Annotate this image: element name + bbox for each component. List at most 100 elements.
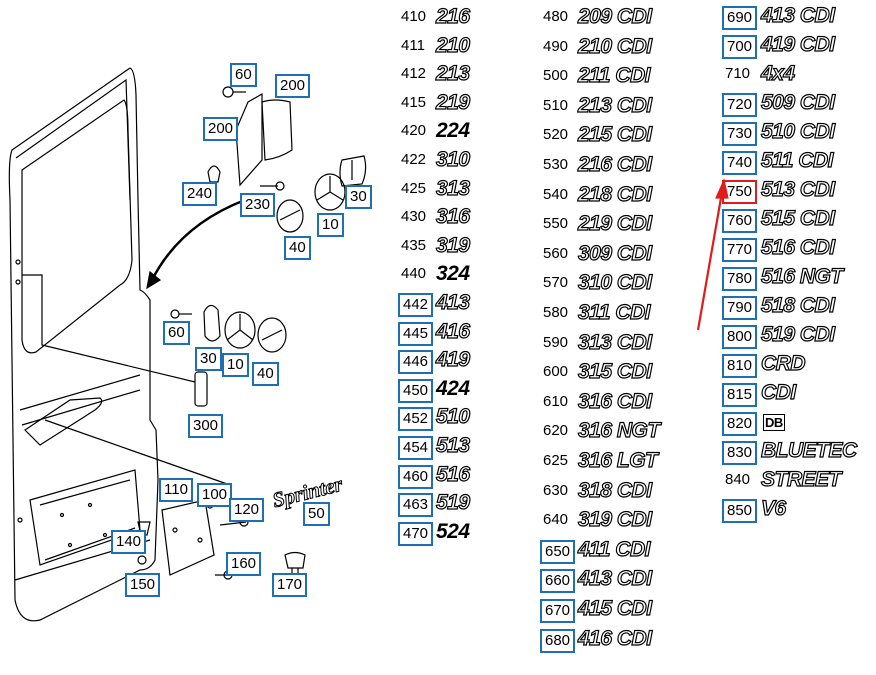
badge-code-480[interactable]: 480 <box>543 8 569 25</box>
badge-emblem-550: 219 CDI <box>577 211 652 235</box>
part-label-30[interactable]: 30 <box>195 347 222 371</box>
badge-code-410[interactable]: 410 <box>401 8 427 25</box>
part-label-10[interactable]: 10 <box>317 213 344 237</box>
badge-code-440[interactable]: 440 <box>401 265 427 282</box>
badge-code-620[interactable]: 620 <box>543 422 569 439</box>
badge-code-442[interactable]: 442 <box>398 293 434 317</box>
badge-code-445[interactable]: 445 <box>398 322 434 346</box>
badge-emblem-490: 210 CDI <box>577 34 652 58</box>
badge-code-810[interactable]: 810 <box>722 354 758 378</box>
badge-emblem-420: 224 <box>436 119 470 142</box>
badge-emblem-446: 419 <box>435 347 470 371</box>
badge-code-490[interactable]: 490 <box>543 38 569 55</box>
badge-code-520[interactable]: 520 <box>543 126 569 143</box>
part-label-40[interactable]: 40 <box>252 362 279 386</box>
badge-emblem-480: 209 CDI <box>577 4 652 28</box>
badge-code-630[interactable]: 630 <box>543 482 569 499</box>
part-label-170[interactable]: 170 <box>272 573 308 597</box>
part-label-60[interactable]: 60 <box>163 321 190 345</box>
badge-code-770[interactable]: 770 <box>722 238 758 262</box>
badge-code-550[interactable]: 550 <box>543 215 569 232</box>
badge-code-720[interactable]: 720 <box>722 93 758 117</box>
badge-emblem-470: 524 <box>436 520 470 543</box>
part-label-100[interactable]: 100 <box>197 483 233 507</box>
badge-code-600[interactable]: 600 <box>543 363 569 380</box>
badge-code-800[interactable]: 800 <box>722 325 758 349</box>
badge-code-430[interactable]: 430 <box>401 208 427 225</box>
badge-emblem-790: 518 CDI <box>760 293 835 317</box>
badge-emblem-520: 215 CDI <box>577 122 652 146</box>
badge-code-790[interactable]: 790 <box>722 296 758 320</box>
badge-code-530[interactable]: 530 <box>543 156 569 173</box>
badge-emblem-850: V6 <box>760 496 786 520</box>
badge-code-610[interactable]: 610 <box>543 393 569 410</box>
badge-code-640[interactable]: 640 <box>543 511 569 528</box>
badge-emblem-600: 315 CDI <box>577 359 652 383</box>
badge-code-510[interactable]: 510 <box>543 97 569 114</box>
part-label-200[interactable]: 200 <box>203 117 239 141</box>
badge-code-454[interactable]: 454 <box>398 436 434 460</box>
badge-emblem-625: 316 LGT <box>577 448 658 472</box>
badge-code-500[interactable]: 500 <box>543 67 569 84</box>
part-label-140[interactable]: 140 <box>111 530 147 554</box>
badge-emblem-630: 318 CDI <box>577 478 652 502</box>
part-label-40[interactable]: 40 <box>284 236 311 260</box>
part-label-300[interactable]: 300 <box>188 414 224 438</box>
badge-emblem-590: 313 CDI <box>577 330 652 354</box>
badge-code-680[interactable]: 680 <box>540 629 576 653</box>
badge-code-412[interactable]: 412 <box>401 65 427 82</box>
badge-emblem-720: 509 CDI <box>760 90 835 114</box>
badge-code-760[interactable]: 760 <box>722 209 758 233</box>
badge-code-452[interactable]: 452 <box>398 407 434 431</box>
badge-code-590[interactable]: 590 <box>543 334 569 351</box>
badge-code-780[interactable]: 780 <box>722 267 758 291</box>
part-label-230[interactable]: 230 <box>240 193 276 217</box>
badge-code-815[interactable]: 815 <box>722 383 758 407</box>
badge-code-540[interactable]: 540 <box>543 186 569 203</box>
badge-code-450[interactable]: 450 <box>398 379 434 403</box>
badge-code-850[interactable]: 850 <box>722 499 758 523</box>
part-label-30[interactable]: 30 <box>345 185 372 209</box>
badge-code-446[interactable]: 446 <box>398 350 434 374</box>
part-label-200[interactable]: 200 <box>275 74 311 98</box>
badge-code-560[interactable]: 560 <box>543 245 569 262</box>
badge-code-422[interactable]: 422 <box>401 151 427 168</box>
badge-emblem-435: 319 <box>435 233 470 257</box>
badge-code-415[interactable]: 415 <box>401 94 427 111</box>
badge-code-650[interactable]: 650 <box>540 540 576 564</box>
badge-code-435[interactable]: 435 <box>401 237 427 254</box>
badge-emblem-740: 511 CDI <box>760 148 834 172</box>
part-label-150[interactable]: 150 <box>125 573 161 597</box>
badge-code-420[interactable]: 420 <box>401 122 427 139</box>
part-label-60[interactable]: 60 <box>230 63 257 87</box>
badge-code-820[interactable]: 820 <box>722 412 758 436</box>
part-label-10[interactable]: 10 <box>222 353 249 377</box>
part-label-110[interactable]: 110 <box>159 478 193 502</box>
badge-code-690[interactable]: 690 <box>722 6 758 30</box>
badge-code-411[interactable]: 411 <box>401 37 425 54</box>
part-label-120[interactable]: 120 <box>229 498 265 522</box>
badge-emblem-830: BLUETEC <box>760 438 857 462</box>
badge-code-660[interactable]: 660 <box>540 569 576 593</box>
badge-code-460[interactable]: 460 <box>398 465 434 489</box>
badge-code-580[interactable]: 580 <box>543 304 569 321</box>
badge-emblem-700: 419 CDI <box>760 32 835 56</box>
badge-code-625[interactable]: 625 <box>543 452 569 469</box>
badge-code-750[interactable]: 750 <box>722 180 758 204</box>
badge-emblem-750: 513 CDI <box>760 177 835 201</box>
badge-code-730[interactable]: 730 <box>722 122 758 146</box>
part-label-50[interactable]: 50 <box>303 502 330 526</box>
badge-code-710[interactable]: 710 <box>725 65 751 82</box>
badge-code-570[interactable]: 570 <box>543 274 569 291</box>
part-label-240[interactable]: 240 <box>182 182 218 206</box>
badge-code-830[interactable]: 830 <box>722 441 758 465</box>
badge-code-425[interactable]: 425 <box>401 180 427 197</box>
badge-code-470[interactable]: 470 <box>398 522 434 546</box>
badge-code-463[interactable]: 463 <box>398 493 434 517</box>
badge-code-740[interactable]: 740 <box>722 151 758 175</box>
badge-code-700[interactable]: 700 <box>722 35 758 59</box>
part-label-160[interactable]: 160 <box>226 552 262 576</box>
badge-emblem-510: 213 CDI <box>577 93 652 117</box>
badge-code-840[interactable]: 840 <box>725 471 751 488</box>
badge-code-670[interactable]: 670 <box>540 599 576 623</box>
